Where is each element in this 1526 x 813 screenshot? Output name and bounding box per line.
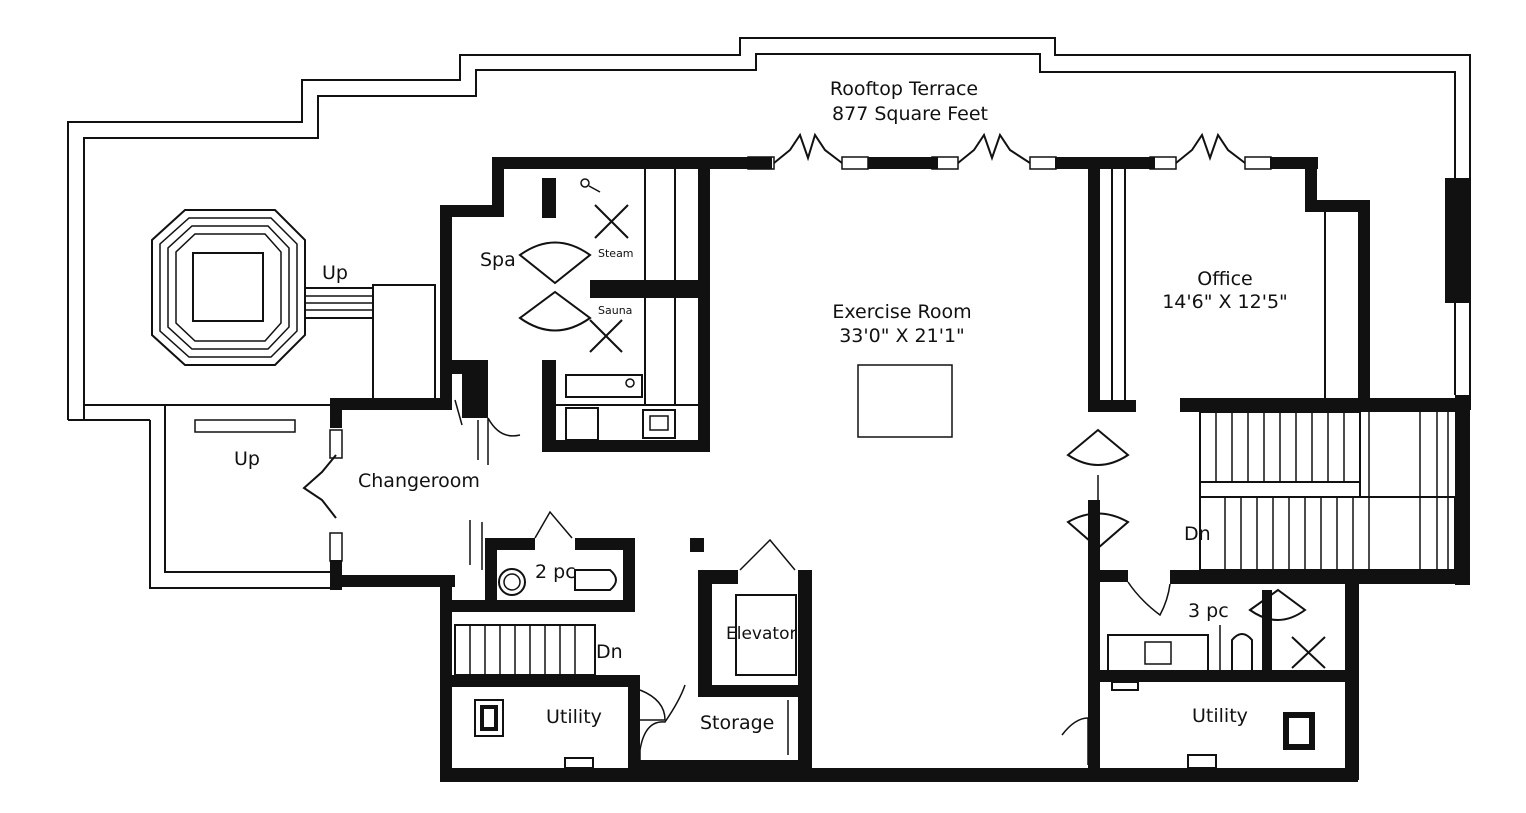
hot-tub <box>151 209 306 366</box>
windows <box>747 156 1272 170</box>
three-pc-fixtures <box>1107 581 1326 672</box>
elevator-storage <box>639 538 797 765</box>
changeroom-label: Changeroom <box>358 470 480 492</box>
stairs-left <box>454 624 596 676</box>
utility-left-label: Utility <box>546 706 602 728</box>
room-labels: Rooftop Terrace 877 Square Feet Exercise… <box>234 78 1288 734</box>
three-pc-label: 3 pc <box>1188 600 1229 622</box>
exercise-name-label: Exercise Room <box>832 301 971 323</box>
office-fixtures <box>1066 169 1326 550</box>
up-lower-label: Up <box>234 448 260 470</box>
exercise-mat <box>857 364 953 438</box>
dn-left-label: Dn <box>596 641 623 663</box>
up-upper-label: Up <box>322 262 348 284</box>
two-pc-fixtures <box>469 510 617 596</box>
elevator-label: Elevator <box>726 624 796 644</box>
walls <box>330 157 1470 782</box>
office-dims-label: 14'6" X 12'5" <box>1162 291 1288 313</box>
stairs-right <box>1199 411 1456 571</box>
storage-label: Storage <box>700 712 774 734</box>
terrace-area-label: 877 Square Feet <box>832 103 988 125</box>
utility-right-fixtures <box>1061 681 1315 769</box>
terrace-lower-outline <box>68 404 330 589</box>
terrace-outline <box>67 37 1471 420</box>
spa-fixtures <box>454 169 698 465</box>
terrace-doors <box>302 132 1246 562</box>
spa-label: Spa <box>480 249 516 271</box>
exercise-dims-label: 33'0" X 21'1" <box>839 325 965 347</box>
utility-left-fixtures <box>474 689 666 769</box>
sauna-label: Sauna <box>598 304 632 317</box>
utility-right-label: Utility <box>1192 705 1248 727</box>
walkway <box>304 284 436 401</box>
office-name-label: Office <box>1197 268 1252 290</box>
dn-right-label: Dn <box>1184 523 1211 545</box>
two-pc-label: 2 pc <box>535 561 576 583</box>
steam-label: Steam <box>598 247 634 260</box>
terrace-title-label: Rooftop Terrace <box>830 78 978 100</box>
